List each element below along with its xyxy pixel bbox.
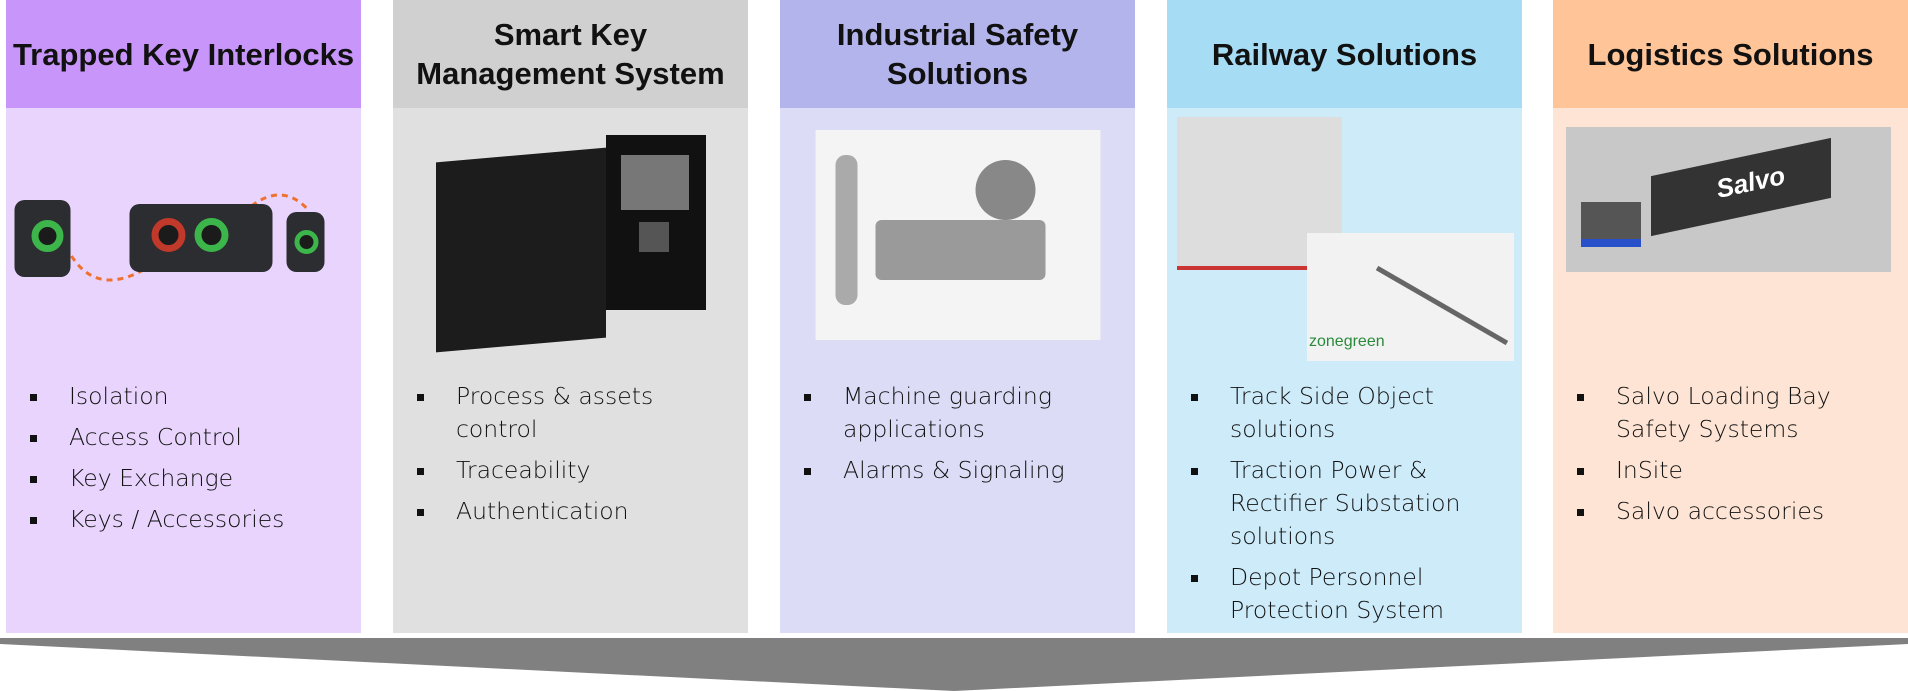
column-title: Trapped Key Interlocks: [6, 0, 361, 108]
column-title: Industrial Safety Solutions: [780, 0, 1135, 108]
zonegreen-diagram-image: zonegreen: [1307, 233, 1514, 361]
list-item: Salvo accessories: [1571, 495, 1898, 528]
bullet-list: Salvo Loading Bay Safety Systems InSite …: [1571, 380, 1898, 536]
down-arrow-banner: [0, 638, 1908, 691]
list-item: Depot Personnel Protection System: [1185, 561, 1512, 627]
list-item: Salvo Loading Bay Safety Systems: [1571, 380, 1898, 446]
list-item: Key Exchange: [24, 462, 351, 495]
column-smart-key-management: Smart Key Management System Process & as…: [393, 0, 748, 633]
bullet-list: Isolation Access Control Key Exchange Ke…: [24, 380, 351, 544]
list-item: Traceability: [411, 454, 738, 487]
trapped-key-interlocks-image: [11, 178, 356, 298]
list-item: Access Control: [24, 421, 351, 454]
list-item: Authentication: [411, 495, 738, 528]
column-trapped-key-interlocks: Trapped Key Interlocks Isolation Access …: [6, 0, 361, 633]
zonegreen-logo: zonegreen: [1309, 333, 1385, 350]
list-item: InSite: [1571, 454, 1898, 487]
column-railway: Railway Solutions zonegreen Track Side O…: [1167, 0, 1522, 633]
column-industrial-safety: Industrial Safety Solutions Machine guar…: [780, 0, 1135, 633]
key-cabinet-image: [435, 130, 706, 353]
list-item: Track Side Object solutions: [1185, 380, 1512, 446]
bullet-list: Machine guarding applications Alarms & S…: [798, 380, 1125, 495]
column-title: Railway Solutions: [1167, 0, 1522, 108]
bullet-list: Track Side Object solutions Traction Pow…: [1185, 380, 1512, 635]
list-item: Traction Power & Rectifier Substation so…: [1185, 454, 1512, 553]
column-title: Logistics Solutions: [1553, 0, 1908, 108]
bullet-list: Process & assets control Traceability Au…: [411, 380, 738, 536]
salvo-truck-image: Salvo: [1566, 127, 1891, 272]
safety-switch-image: [815, 130, 1100, 340]
list-item: Process & assets control: [411, 380, 738, 446]
list-item: Isolation: [24, 380, 351, 413]
list-item: Keys / Accessories: [24, 503, 351, 536]
list-item: Alarms & Signaling: [798, 454, 1125, 487]
column-title: Smart Key Management System: [393, 0, 748, 108]
column-logistics: Logistics Solutions Salvo Salvo Loading …: [1553, 0, 1908, 633]
list-item: Machine guarding applications: [798, 380, 1125, 446]
